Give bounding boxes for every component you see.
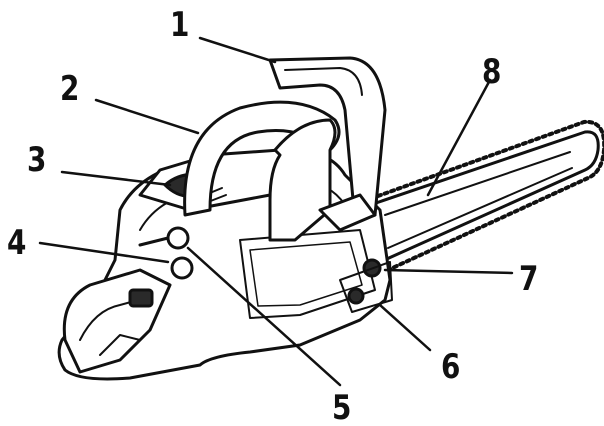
- callout-8: 8: [482, 52, 502, 92]
- callout-5: 5: [332, 388, 352, 426]
- rear-handle: [62, 268, 172, 374]
- choke-knob: [138, 226, 194, 280]
- callout-7: 7: [519, 259, 539, 299]
- callout-6: 6: [441, 347, 461, 387]
- leader-lines: [38, 36, 514, 387]
- guide-bar: [368, 119, 604, 272]
- bar-nuts: [339, 258, 393, 313]
- callout-2: 2: [60, 69, 80, 109]
- callout-4: 4: [7, 223, 27, 263]
- callout-1: 1: [170, 5, 190, 45]
- chain-brake: [318, 193, 377, 232]
- callout-3: 3: [27, 140, 47, 180]
